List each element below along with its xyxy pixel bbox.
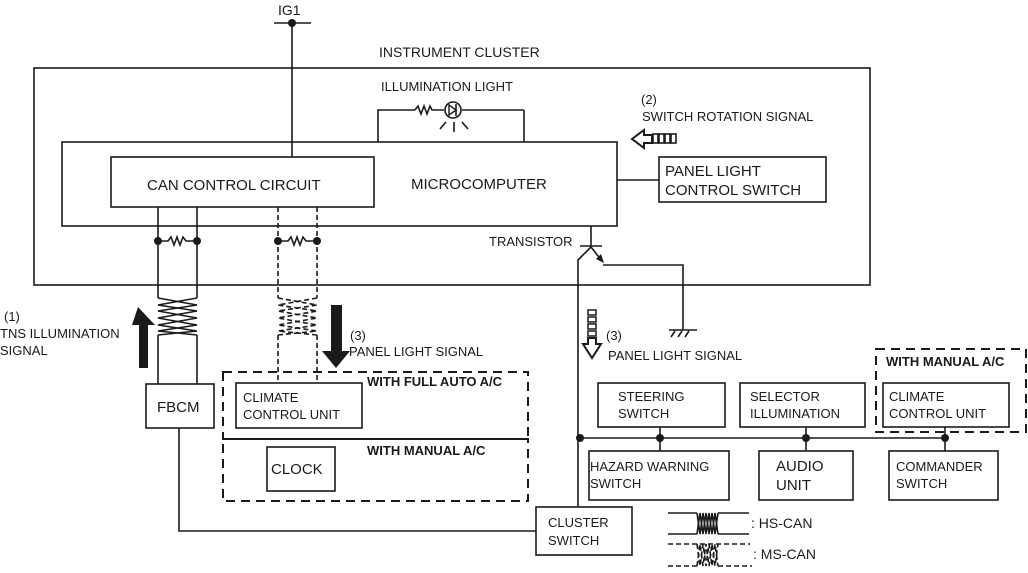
cluster-switch-box: [535, 506, 633, 556]
signal-3b-label: PANEL LIGHT SIGNAL: [608, 348, 742, 363]
signal-2-number: (2): [641, 92, 657, 107]
clock-box: [266, 446, 336, 492]
ms-can-legend-icon: [668, 543, 752, 567]
audio-unit-line-2: UNIT: [776, 477, 811, 494]
audio-unit-box: [758, 450, 854, 501]
microcomputer-box: [61, 141, 618, 227]
ig1-label: IG1: [278, 2, 301, 18]
switch-rotation-arrow-icon: [630, 128, 677, 150]
manual-ac-group-right: [875, 348, 1027, 433]
cluster-switch-line-1: CLUSTER: [548, 515, 609, 530]
signal-1-line-1: TNS ILLUMINATION: [0, 326, 120, 341]
microcomputer-label: MICROCOMPUTER: [411, 176, 547, 193]
illumination-light-circuit: [377, 103, 525, 142]
illumination-light-label: ILLUMINATION LIGHT: [381, 79, 513, 94]
hs-can-bus: [157, 207, 198, 384]
commander-switch-line-1: COMMANDER: [896, 459, 983, 474]
transistor-icon: [577, 226, 684, 515]
hs-can-terminator-resistor-icon: [154, 234, 201, 248]
signal-1-line-2: SIGNAL: [0, 343, 48, 358]
ms-can-legend-label: : MS-CAN: [753, 546, 816, 562]
hazard-switch-line-1: HAZARD WARNING: [590, 459, 709, 474]
selector-illumination-box: [739, 382, 866, 428]
tns-signal-up-arrow-icon: [132, 307, 155, 368]
can-control-circuit-box: [110, 156, 375, 208]
manual-ac-right-label: WITH MANUAL A/C: [886, 354, 1005, 369]
commander-switch-box: [888, 450, 999, 501]
fbcm-box: [145, 383, 215, 429]
panel-light-control-switch-box: [658, 156, 827, 203]
climate-left-line-2: CONTROL UNIT: [243, 407, 340, 422]
signal-3a-label: PANEL LIGHT SIGNAL: [349, 344, 483, 359]
ms-can-bus: [277, 207, 318, 383]
panel-light-signal-hollow-arrow-icon: [581, 309, 603, 360]
climate-control-unit-right-box: [882, 382, 1010, 428]
climate-control-unit-left-box: [235, 382, 363, 429]
illumination-bus: [576, 427, 949, 451]
panel-light-signal-down-arrow-icon: [322, 305, 350, 368]
steering-switch-line-2: SWITCH: [618, 406, 669, 421]
signal-1-number: (1): [4, 309, 20, 324]
manual-ac-group-left: [222, 438, 529, 502]
climate-left-line-1: CLIMATE: [243, 390, 299, 405]
ground-icon: [669, 329, 697, 338]
steering-switch-box: [597, 382, 726, 428]
manual-ac-left-label: WITH MANUAL A/C: [367, 443, 486, 458]
full-auto-ac-group: [222, 371, 529, 440]
fbcm-to-cluster-switch-wire: [178, 428, 536, 532]
can-control-circuit-label: CAN CONTROL CIRCUIT: [147, 177, 321, 194]
climate-right-line-1: CLIMATE: [889, 389, 945, 404]
clock-label: CLOCK: [271, 461, 323, 478]
signal-3b-number: (3): [606, 328, 622, 343]
cluster-switch-line-2: SWITCH: [548, 533, 599, 548]
hazard-switch-line-2: SWITCH: [590, 476, 641, 491]
instrument-cluster-box: [33, 67, 871, 286]
selector-illumination-line-1: SELECTOR: [750, 389, 820, 404]
audio-unit-line-1: AUDIO: [776, 458, 824, 475]
hs-can-legend-label: : HS-CAN: [751, 515, 812, 531]
selector-illumination-line-2: ILLUMINATION: [750, 406, 840, 421]
commander-switch-line-2: SWITCH: [896, 476, 947, 491]
hazard-warning-switch-box: [588, 450, 730, 501]
panel-switch-line-1: PANEL LIGHT: [665, 163, 761, 180]
ms-can-terminator-resistor-icon: [274, 234, 321, 248]
transistor-label: TRANSISTOR: [489, 234, 573, 249]
steering-switch-line-1: STEERING: [618, 389, 684, 404]
hs-can-legend-icon: [668, 512, 749, 535]
lamp-diode-icon: [439, 101, 469, 132]
signal-2-label: SWITCH ROTATION SIGNAL: [642, 109, 813, 124]
panel-switch-line-2: CONTROL SWITCH: [665, 182, 801, 199]
signal-3a-number: (3): [350, 328, 366, 343]
cluster-title: INSTRUMENT CLUSTER: [379, 44, 540, 60]
climate-right-line-2: CONTROL UNIT: [889, 406, 986, 421]
full-auto-ac-label: WITH FULL AUTO A/C: [367, 374, 503, 389]
fbcm-label: FBCM: [157, 399, 200, 416]
